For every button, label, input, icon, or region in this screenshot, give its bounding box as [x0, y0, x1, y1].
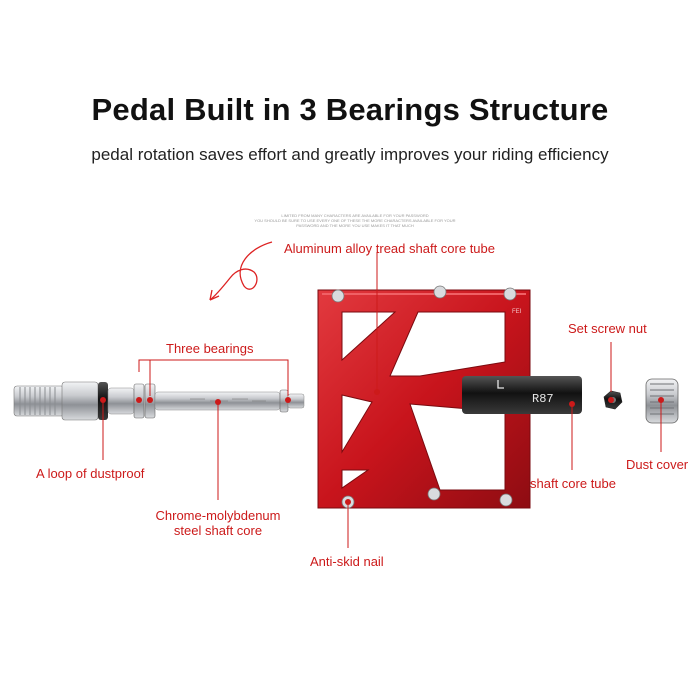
label-shaft-core-tube: shaft core tube	[530, 476, 616, 491]
headline: Pedal Built in 3 Bearings Structure	[91, 92, 609, 127]
pedal-logo: FEI	[512, 309, 522, 315]
label-three-bearings: Three bearings	[166, 341, 254, 356]
pedal-frame	[317, 289, 531, 509]
label-aluminum-tube: Aluminum alloy tread shaft core tube	[284, 241, 495, 256]
thread-lines	[19, 387, 56, 415]
subheadline: pedal rotation saves effort and greatly …	[91, 145, 609, 164]
label-dustproof-loop: A loop of dustproof	[36, 466, 145, 481]
label-chromoly-shaft: Chrome-molybdenum steel shaft core	[138, 508, 298, 538]
pedal-body: FEI R87	[317, 285, 582, 509]
spindle-assembly	[13, 381, 305, 421]
callout-dots	[100, 389, 664, 505]
sketch-arrow-icon	[209, 241, 273, 301]
shaft-neck	[107, 387, 135, 415]
callout-lines	[102, 252, 662, 548]
fine-print-line-2: YOU SHOULD BE SURE TO USE EVERY ONE OF T…	[254, 218, 456, 223]
label-chromoly-line-1: Chrome-molybdenum	[155, 508, 281, 523]
nail	[433, 285, 447, 299]
tube-mark-icon	[497, 380, 504, 389]
shaft-core-tube	[462, 376, 582, 414]
tube-model-text: R87	[532, 392, 554, 406]
label-set-screw-nut: Set screw nut	[568, 321, 647, 336]
fine-print-line-1: LIMITED FROM MANY CHARACTERS ARE AVAILAB…	[281, 213, 429, 218]
nail	[503, 287, 517, 301]
hex-section	[61, 381, 99, 421]
nail	[499, 493, 513, 507]
leader-bearings	[138, 359, 289, 396]
label-dust-cover: Dust cover	[626, 457, 689, 472]
nail	[427, 487, 441, 501]
shaft-engraving	[190, 398, 266, 402]
nail	[331, 289, 345, 303]
thread-section	[13, 385, 65, 417]
fine-print-line-3: PASSWORD AND THE MORE YOU USE MAKES IT T…	[296, 223, 414, 228]
label-anti-skid-nail: Anti-skid nail	[310, 554, 384, 569]
fine-print: LIMITED FROM MANY CHARACTERS ARE AVAILAB…	[240, 213, 470, 228]
label-chromoly-line-2: steel shaft core	[173, 523, 263, 538]
